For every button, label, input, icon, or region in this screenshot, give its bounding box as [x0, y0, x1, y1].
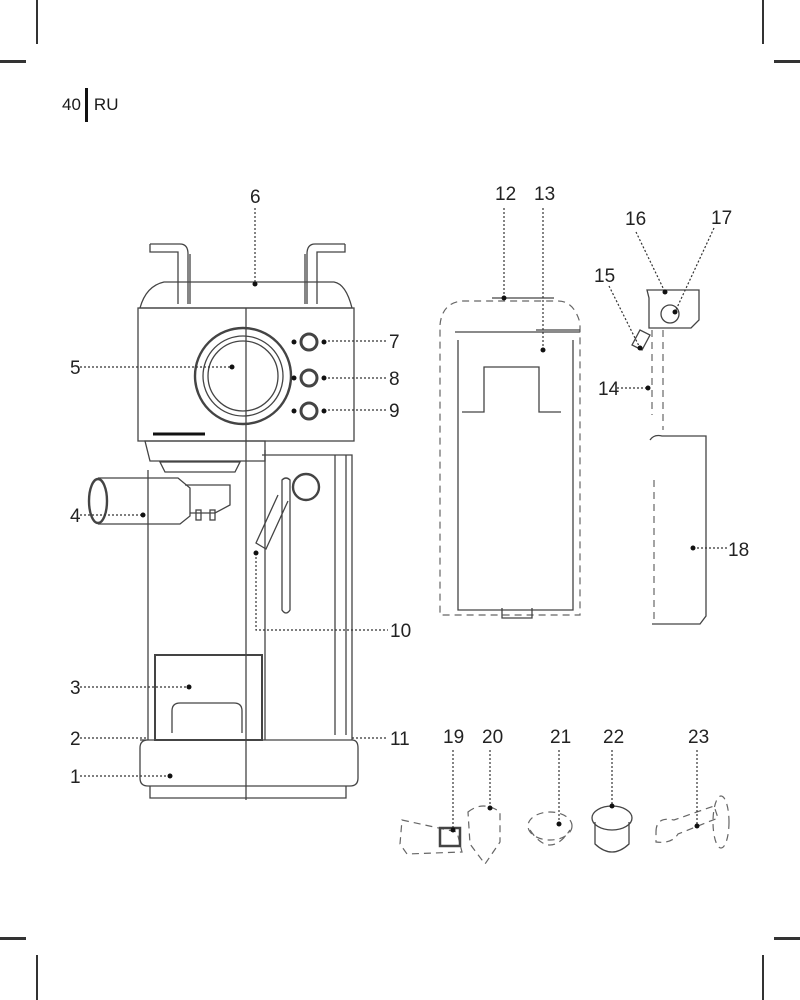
callout-9: 9 [389, 401, 400, 422]
machine-frame [147, 450, 353, 740]
header-divider [84, 88, 88, 122]
cup-rail-right [304, 243, 346, 304]
control-knobs [291, 332, 327, 421]
callout-10: 10 [390, 621, 411, 642]
crop-mark-top-right-h [774, 60, 800, 63]
callout-19: 19 [443, 727, 464, 748]
callout-1: 1 [70, 767, 81, 788]
steam-wand [255, 477, 291, 614]
callout-17: 17 [711, 208, 732, 229]
crop-mark-bottom-left-v [36, 955, 38, 1000]
accessories [399, 795, 730, 866]
callout-18: 18 [728, 540, 749, 561]
crop-mark-bottom-left-h [0, 937, 26, 940]
brew-group [144, 440, 266, 473]
crop-mark-top-right-v [762, 0, 764, 44]
water-tank-outline [439, 300, 581, 616]
callout-16: 16 [625, 209, 646, 230]
crop-mark-bottom-right-v [762, 955, 764, 1000]
callout-11: 11 [390, 729, 410, 750]
top-cover [139, 281, 353, 309]
callout-20: 20 [482, 727, 503, 748]
callout-21: 21 [550, 727, 571, 748]
filter-basket-single [527, 811, 573, 841]
callout-22: 22 [603, 727, 624, 748]
cup-rail-left [149, 243, 191, 304]
crop-mark-bottom-right-h [774, 937, 800, 940]
callout-2: 2 [70, 729, 81, 750]
callouts: 1 2 3 4 5 6 7 8 9 10 11 12 13 [70, 184, 749, 833]
callout-3: 3 [70, 678, 81, 699]
page-header: 40 RU [62, 88, 118, 122]
water-tank [439, 297, 581, 619]
crop-mark-top-left-v [36, 0, 38, 44]
crop-mark-top-left-h [0, 60, 26, 63]
steam-knob [291, 472, 321, 502]
callout-4: 4 [70, 506, 81, 527]
callout-14: 14 [598, 379, 620, 400]
callout-7: 7 [389, 332, 400, 353]
espresso-machine [87, 243, 359, 800]
callout-13: 13 [534, 184, 555, 205]
callout-23: 23 [688, 727, 709, 748]
language-code: RU [93, 95, 119, 114]
callout-12: 12 [495, 184, 516, 205]
filter-basket-double [591, 805, 633, 831]
callout-6: 6 [250, 187, 261, 208]
page-number: 40 [62, 95, 81, 114]
pressure-gauge [193, 326, 293, 426]
callout-5: 5 [70, 358, 81, 379]
measuring-spoon-tamper [655, 805, 719, 843]
frother-head [646, 289, 700, 329]
drip-tray [139, 739, 359, 787]
portafilter [399, 819, 463, 855]
milk-container [649, 434, 707, 625]
milk-frother [631, 289, 707, 625]
callout-15: 15 [594, 266, 615, 287]
callout-8: 8 [389, 369, 400, 390]
portafilter-handle [98, 477, 191, 525]
